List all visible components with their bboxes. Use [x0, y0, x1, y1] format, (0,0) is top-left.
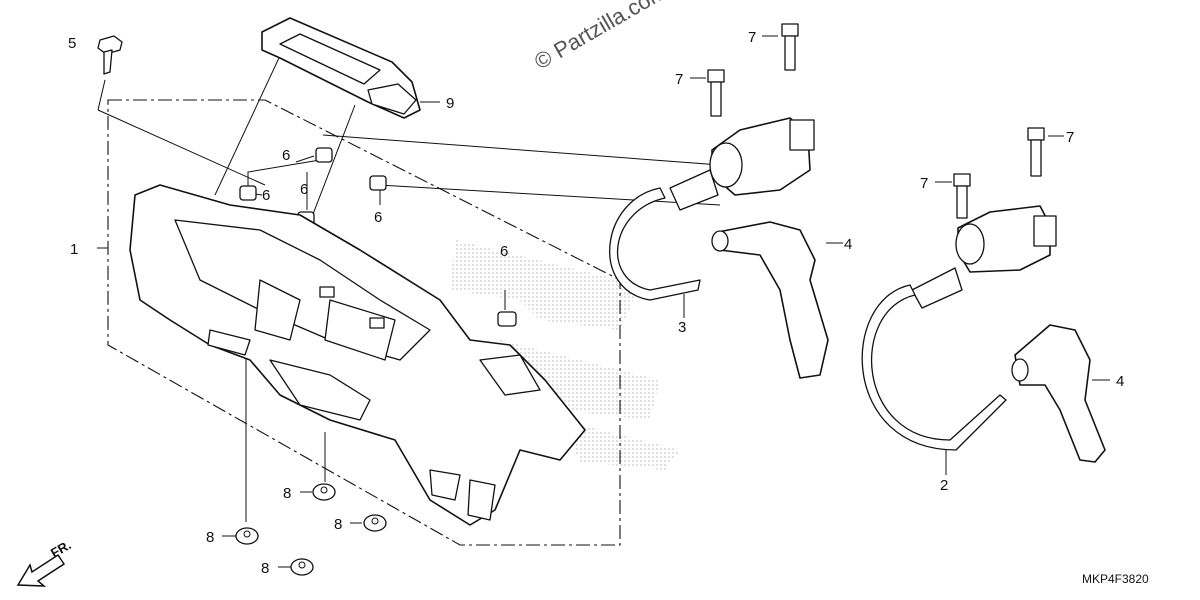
bracket-part-1[interactable] — [129, 184, 586, 526]
assembly-outline — [107, 99, 621, 546]
callout-8: 8 — [283, 485, 291, 502]
callout-7: 7 — [748, 29, 756, 46]
callout-8: 8 — [334, 516, 342, 533]
callout-6: 6 — [300, 181, 308, 198]
plug-cap-part-4-upper[interactable] — [711, 221, 829, 379]
callout-6: 6 — [282, 147, 290, 164]
callout-9: 9 — [446, 95, 454, 112]
callout-7: 7 — [1066, 129, 1074, 146]
callout-7: 7 — [920, 175, 928, 192]
callout-labels: 1 5 9 6 6 6 6 6 7 7 7 7 4 4 3 2 8 8 8 8 — [68, 29, 1124, 577]
ignition-coil-lower[interactable] — [911, 205, 1057, 309]
callout-6: 6 — [374, 209, 382, 226]
diagram-code: MKP4F3820 — [1082, 572, 1149, 586]
plug-cap-part-4-lower[interactable] — [1011, 324, 1106, 463]
nut-part-8[interactable] — [235, 483, 387, 576]
bolt-part-5[interactable] — [97, 35, 123, 75]
callout-2: 2 — [940, 477, 948, 494]
callout-4: 4 — [1116, 373, 1124, 390]
front-arrow-icon — [16, 553, 66, 587]
callout-1: 1 — [70, 241, 78, 258]
bolt-part-7[interactable] — [707, 23, 1045, 219]
control-module-part-9[interactable] — [261, 17, 421, 119]
callout-3: 3 — [678, 319, 686, 336]
front-label: FR. — [48, 537, 74, 560]
callout-4: 4 — [844, 236, 852, 253]
callout-6: 6 — [500, 243, 508, 260]
front-direction-indicator: FR. — [16, 537, 74, 587]
callout-7: 7 — [675, 71, 683, 88]
callout-6: 6 — [262, 187, 270, 204]
ignition-wire-part-3[interactable] — [609, 187, 701, 301]
ignition-wire-part-2[interactable] — [861, 284, 1007, 451]
ignition-coil-upper[interactable] — [669, 117, 815, 211]
watermark: © Partzilla.com — [530, 0, 671, 74]
callout-5: 5 — [68, 35, 76, 52]
callout-8: 8 — [206, 529, 214, 546]
callout-8: 8 — [261, 560, 269, 577]
